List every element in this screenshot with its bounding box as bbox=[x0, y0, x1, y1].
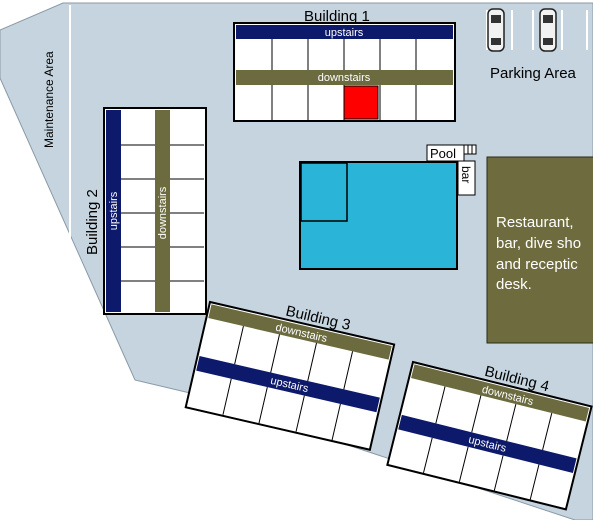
restaurant-line-3: and receptic bbox=[496, 256, 578, 273]
building-1-downstairs-band bbox=[236, 70, 453, 85]
building-2-downstairs-label: downstairs bbox=[157, 186, 169, 239]
building-2-upstairs-band bbox=[106, 110, 121, 312]
pool-water bbox=[299, 161, 458, 270]
building-1-upstairs-label: upstairs bbox=[325, 27, 364, 39]
building-4: Building 4 downstairs upstairs bbox=[386, 360, 593, 511]
bar-label: bar bbox=[459, 166, 473, 183]
restaurant-building: Restaurant, bar, dive sho and receptic d… bbox=[486, 156, 593, 344]
building-3-downstairs-band bbox=[208, 304, 392, 360]
building-1-label: Building 1 bbox=[304, 8, 370, 25]
parking-spaces bbox=[486, 8, 588, 52]
pool-ladder bbox=[463, 144, 477, 155]
building-3: Building 3 downstairs upstairs bbox=[184, 300, 396, 451]
maintenance-area-label: Maintenance Area bbox=[42, 51, 56, 148]
building-4-upstairs-band bbox=[398, 414, 577, 473]
building-1-upstairs-band bbox=[236, 25, 453, 39]
building-2: Building 2 upstairs downstairs bbox=[84, 107, 207, 315]
car-icon bbox=[487, 8, 505, 52]
bar-sign bbox=[457, 160, 476, 196]
restaurant-line-1: Restaurant, bbox=[496, 214, 574, 231]
building-4-downstairs-band bbox=[411, 364, 590, 422]
highlighted-room[interactable] bbox=[343, 85, 379, 120]
building-1-downstairs-label: downstairs bbox=[318, 72, 371, 84]
building-1: Building 1 upstairs downstairs bbox=[233, 8, 456, 122]
building-2-label: Building 2 bbox=[84, 189, 101, 255]
car-icon bbox=[539, 8, 557, 52]
parking-area-label: Parking Area bbox=[490, 65, 577, 82]
building-2-upstairs-label: upstairs bbox=[108, 191, 120, 230]
building-3-upstairs-band bbox=[196, 356, 380, 413]
pool: Pool bar bbox=[299, 144, 477, 270]
restaurant-line-2: bar, dive sho bbox=[496, 235, 581, 252]
pool-label: Pool bbox=[430, 146, 456, 161]
restaurant-line-4: desk. bbox=[496, 276, 532, 293]
building-2-downstairs-band bbox=[155, 110, 170, 312]
